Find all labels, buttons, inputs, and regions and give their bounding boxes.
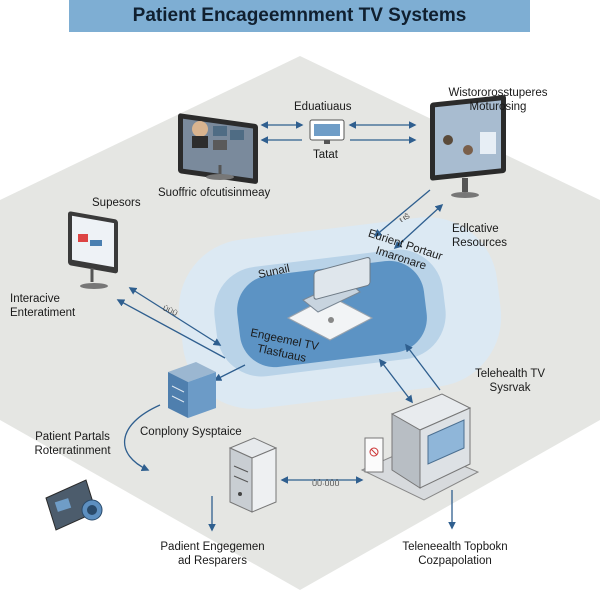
top-right-tv-monitor-icon xyxy=(430,95,506,198)
label-top-center-bottom: Tatat xyxy=(313,149,338,161)
mid-left-presentation-monitor-icon xyxy=(68,211,118,289)
center-left-server-box-icon xyxy=(168,362,216,418)
right-kiosk-tv-icon xyxy=(360,393,480,501)
tiny-label-c: ŮŮ·ŮŮŮ xyxy=(312,481,340,488)
label-mid-left: Interacive Enteratiment xyxy=(10,293,76,319)
label-top-center-top: Eduatiuaus xyxy=(294,101,352,113)
top-center-monitor-icon xyxy=(309,119,345,144)
page-title: Patient Encageemnment TV Systems xyxy=(69,0,530,32)
far-left-camera-screen-icon xyxy=(45,479,103,531)
label-center-left-node: Conplony Sysptaice xyxy=(140,426,242,438)
label-mid-left-caption: Supesors xyxy=(92,197,141,209)
label-top-left: Suoffric ofcutisinmeay xyxy=(158,187,271,199)
center-device-icon xyxy=(286,257,374,341)
label-bottom-right: Teleneealth Topbokn Cozpapolation xyxy=(402,541,508,567)
label-far-left: Patient Partals Roterratinment xyxy=(34,431,111,457)
connector-arrows xyxy=(116,121,456,532)
label-right: Telehealth TV Sysrvak xyxy=(474,368,546,394)
label-bottom-left: Padient Engegemen ad Resparers xyxy=(160,541,265,567)
top-left-tv-monitor-icon xyxy=(178,113,258,184)
label-mid-right: Edlcative Resources xyxy=(452,223,507,249)
bottom-left-server-tower-icon xyxy=(228,437,278,513)
label-top-right: Wistororosstuperes Moturosing xyxy=(448,87,548,113)
